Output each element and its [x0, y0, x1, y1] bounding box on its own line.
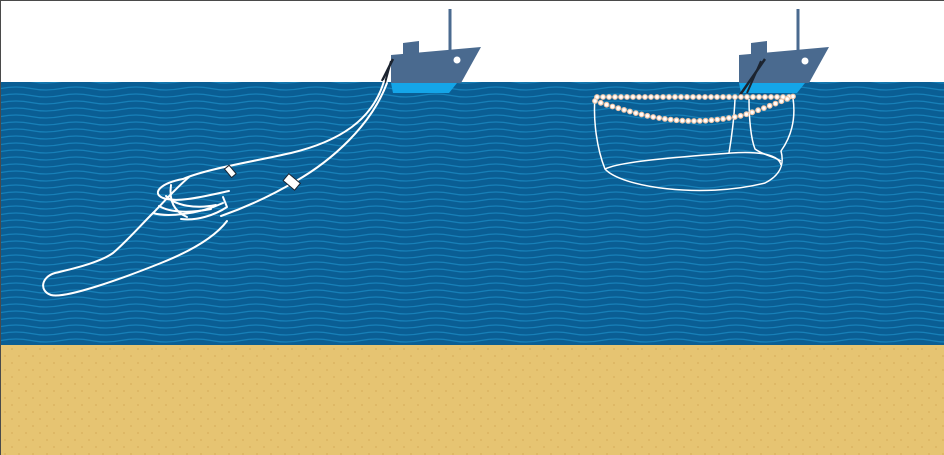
float [778, 98, 785, 105]
float [738, 94, 744, 100]
trawler-hull-stripe [391, 83, 457, 93]
float [690, 94, 696, 100]
float [749, 109, 756, 116]
float [618, 94, 624, 100]
float [744, 94, 750, 100]
otter-boards [223, 164, 302, 191]
float [632, 110, 639, 116]
porthole-icon [453, 56, 461, 64]
float [766, 102, 773, 109]
float [612, 94, 618, 100]
float [662, 115, 668, 122]
float [600, 94, 606, 100]
float [678, 94, 684, 100]
float [627, 108, 633, 115]
float [768, 94, 774, 100]
float [660, 94, 666, 100]
float [666, 94, 672, 100]
float [708, 94, 714, 100]
float [648, 94, 654, 100]
float [708, 117, 715, 124]
float [672, 94, 678, 100]
otter-board-upper [223, 164, 237, 179]
trawler-cabin [403, 41, 419, 55]
seabed [1, 345, 944, 455]
float [609, 103, 616, 110]
seiner-hull [739, 47, 829, 83]
float [720, 115, 726, 122]
float [636, 94, 642, 100]
float [750, 94, 756, 100]
float [603, 101, 610, 108]
float [720, 94, 726, 100]
float [621, 106, 627, 113]
purse-seine-net [593, 96, 795, 192]
seiner-hull-stripe [739, 83, 805, 93]
float [726, 115, 732, 121]
float [673, 117, 680, 124]
float [679, 117, 686, 124]
float [644, 112, 651, 119]
float [790, 93, 796, 100]
float [650, 114, 657, 120]
float [762, 94, 768, 100]
float [714, 94, 720, 100]
float [592, 98, 598, 104]
float [656, 115, 662, 121]
float [638, 111, 645, 118]
trawler-hull [391, 47, 481, 83]
net-floats [592, 93, 796, 124]
sea [1, 82, 944, 345]
float [774, 94, 780, 100]
float [737, 112, 744, 119]
float [702, 117, 709, 124]
float [726, 94, 732, 100]
float [756, 94, 762, 100]
otter-board-lower [282, 172, 302, 191]
float [731, 114, 738, 120]
float [684, 94, 690, 100]
float [685, 117, 692, 124]
float [761, 105, 767, 111]
float [772, 100, 779, 107]
float [624, 94, 630, 100]
float [743, 111, 750, 118]
trawl-warps [380, 58, 395, 84]
float [755, 107, 761, 114]
float [597, 99, 604, 106]
float [714, 116, 721, 123]
float [702, 94, 708, 100]
porthole-icon [801, 57, 809, 65]
float [691, 118, 697, 124]
float [654, 94, 660, 100]
float [696, 94, 702, 100]
float [606, 94, 612, 100]
float [630, 94, 636, 100]
float [784, 95, 791, 102]
float [642, 94, 648, 100]
float [667, 116, 674, 123]
purse-seiner-boat [738, 9, 829, 96]
trawler-boat [391, 9, 481, 93]
seiner-boom [738, 58, 767, 96]
seiner-cabin [751, 41, 767, 55]
float [696, 117, 703, 124]
float [732, 94, 738, 100]
float [615, 105, 622, 112]
